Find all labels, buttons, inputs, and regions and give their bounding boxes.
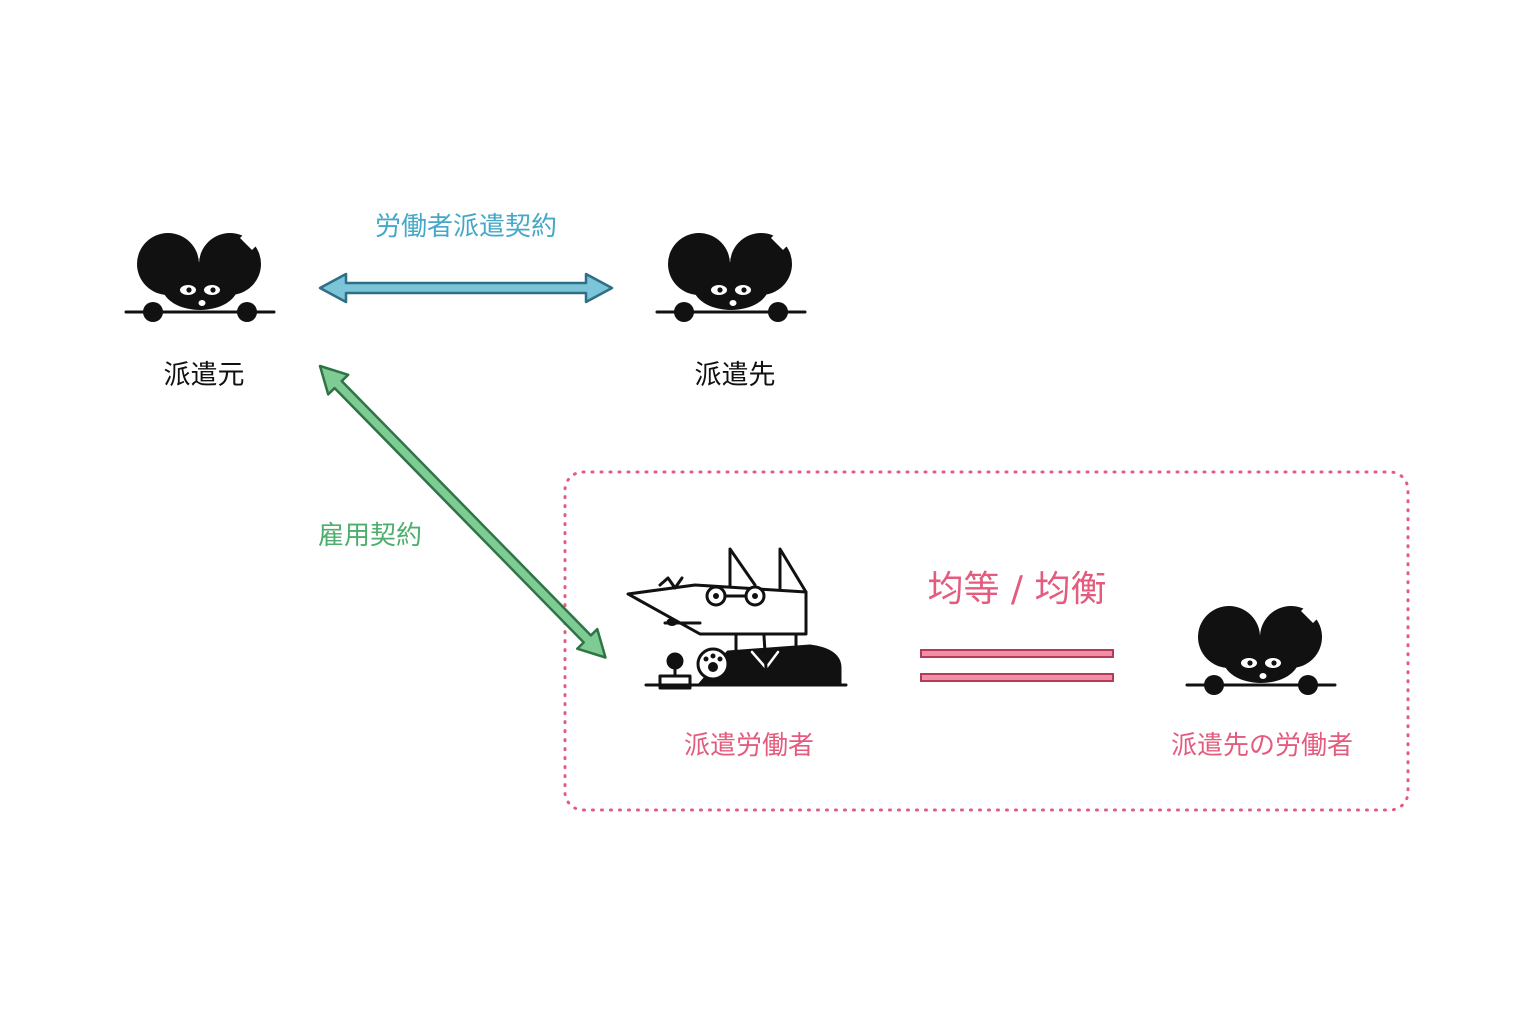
employment-contract-arrow bbox=[318, 364, 607, 659]
haken-saki-label: 派遣先 bbox=[694, 360, 776, 391]
haken-worker-label: 派遣労働者 bbox=[683, 731, 815, 761]
haken-moto-icon bbox=[124, 226, 276, 324]
dispatch-contract-arrow bbox=[318, 272, 614, 304]
comparison-group-box bbox=[563, 470, 1410, 812]
equals-sign bbox=[920, 649, 1114, 682]
wolf-worker-icon bbox=[626, 547, 848, 690]
employment-contract-label: 雇用契約 bbox=[317, 521, 423, 551]
saki-worker-label: 派遣先の労働者 bbox=[1170, 731, 1354, 761]
haken-saki-icon bbox=[655, 226, 807, 324]
dispatch-contract-label: 労働者派遣契約 bbox=[374, 212, 558, 242]
haken-moto-label: 派遣元 bbox=[163, 360, 245, 391]
saki-worker-icon bbox=[1185, 599, 1337, 697]
comparison-label: 均等 / 均衡 bbox=[927, 569, 1107, 610]
